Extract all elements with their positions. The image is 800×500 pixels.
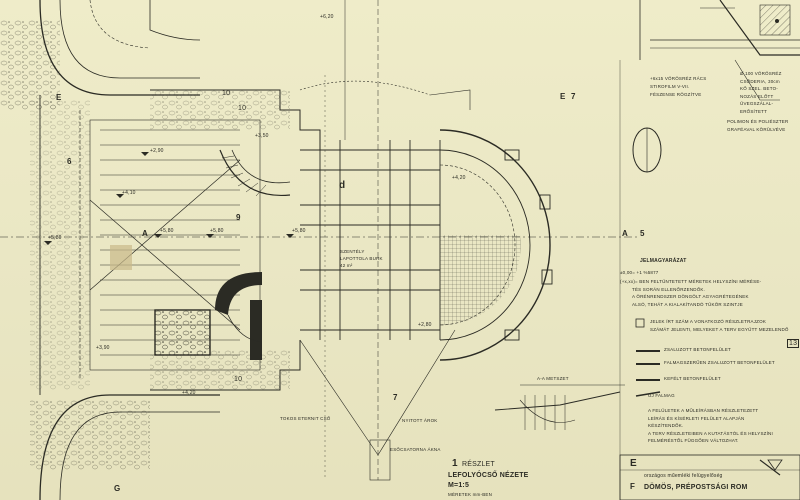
level-annotation: +3,90	[96, 345, 110, 351]
note-grate: +6x15 VÖRÖSRÉZ RÁCS STIROFILM V-VII. FÉS…	[650, 75, 706, 99]
marker-d6: 6	[67, 157, 72, 166]
title-block-mark: E	[630, 458, 637, 469]
organization-name: országos műemléki felügyelőség	[644, 473, 723, 479]
note-line: KŐ SZEL. BETO-	[740, 86, 778, 91]
marker-a5-num: 5	[640, 229, 645, 238]
note-concrete: Ø 100 VÖRÖSRÉZ CSŐDERIA, 30cm KŐ SZEL. B…	[740, 70, 782, 115]
note-poliment: POLIMON ÉS POLIÉSZTER GRAFÉAVAL KÖRÜLVÉV…	[727, 118, 788, 134]
legend-heading: JELMAGYARÁZAT	[640, 258, 687, 264]
marker-g: G	[114, 484, 121, 493]
note-line: ÜVEGSZÁLAL-	[740, 101, 774, 106]
legend-line: JELEK ÍRT SZÁM A VONATKOZÓ RÉSZLETRAJZOK	[650, 319, 767, 324]
note-drainpipe: TOKOS ETERNIT CSŐ	[280, 416, 331, 421]
legend-item-formed-concrete: ZSALUZOTT BETONFELÜLET	[664, 347, 731, 352]
note-line: 42 m²	[340, 263, 353, 268]
marker-h7: 7	[393, 393, 398, 402]
legend-line: TÉS SORÁN ELLENŐRZENDŐK.	[632, 286, 706, 292]
legend-key-note: JELEK ÍRT SZÁM A VONATKOZÓ RÉSZLETRAJZOK…	[650, 318, 789, 333]
legend-item-brushed-concrete: KEFÉLT BETONFELÜLET	[664, 376, 721, 381]
note-line: LAPOTTOLA BURK	[340, 256, 383, 261]
legend-line: ALSÓ, TEHÁT A KIALAKÍTANDÓ TÜKÖR SZINTJE	[632, 301, 743, 307]
marker-a5-label: A	[622, 229, 628, 238]
level-annotation: +5,80	[160, 228, 174, 234]
marker-d: d	[339, 180, 346, 191]
legend-line: KÉSZÍTENDŐK.	[648, 423, 684, 428]
level-annotation: +5,80	[292, 228, 306, 234]
detail-number: 1	[452, 458, 458, 469]
level-annotation: +6,20	[320, 14, 334, 20]
marker-e7-num: 7	[571, 92, 576, 101]
detail-scale: M=1:5	[448, 482, 470, 489]
note-rainwater: ESŐCSATORNA ÁKNA	[390, 447, 441, 452]
level-annotation: +5,80	[48, 235, 62, 241]
note-sanctuary: SZENTÉLY LAPOTTOLA BURK 42 m²	[340, 248, 383, 269]
marker-e7-label: E	[560, 92, 566, 101]
marker-d13: 13	[787, 339, 800, 348]
marker-f: F	[630, 482, 636, 491]
legend-line: A TERV RÉSZLETEIBEN A KUTATÁSTÓL ÉS HELY…	[648, 430, 773, 436]
level-annotation: +4,20	[452, 175, 466, 181]
note-line: POLIMON ÉS POLIÉSZTER	[727, 119, 789, 124]
marker-d10-top: 10	[222, 90, 231, 97]
legend-line: LEÍRÁS ÉS KÍSÉRLETI FELÜLET ALAPJÁN	[648, 415, 745, 421]
marker-a-left: A	[142, 229, 148, 238]
note-line: ERŐSÍTETT	[740, 108, 768, 114]
legend-footnotes: A FELÜLETEK A MŰLEÍRÁSBAN RÉSZLETEZETT L…	[648, 407, 773, 445]
note-line: NOZÁS ELŐTT	[740, 93, 774, 99]
note-line: CSŐDERIA, 30cm	[740, 78, 780, 84]
legend-line: (+x,xx)= BEN FELTÜNTETETT MÉRETEK HELYSZ…	[620, 279, 762, 284]
note-line: Ø 100 VÖRÖSRÉZ	[740, 71, 782, 76]
level-annotation: +2,90	[150, 148, 164, 154]
detail-units: MÉRETEK mm-BEN	[448, 492, 493, 497]
marker-d9: 9	[236, 213, 241, 222]
legend-line: A FELÜLETEK A MŰLEÍRÁSBAN RÉSZLETEZETT	[648, 408, 759, 413]
marker-d10-right: 10	[238, 105, 247, 112]
detail-title: LEFOLYÓCSŐ NÉZETE	[448, 472, 529, 479]
legend-item-new-core: ÚJ FALMAG	[648, 393, 675, 398]
legend-bracket-note: (+x,xx)= BEN FELTÜNTETETT MÉRETEK HELYSZ…	[620, 278, 761, 308]
note-line: SZENTÉLY	[340, 249, 365, 254]
marker-e-top-left: E	[56, 93, 62, 102]
note-section-a: A-A METSZET	[537, 376, 569, 381]
project-name: DÖMÖS, PRÉPOSTSÁGI ROM	[644, 484, 748, 491]
apse-outline	[439, 129, 551, 361]
note-line: STIROFILM V-VII.	[650, 84, 690, 89]
note-open-channel: NYITOTT ÁROK	[402, 418, 438, 423]
legend-datum: ±0,00= +1 %5877	[620, 270, 659, 275]
level-annotation: +4,20	[182, 390, 196, 396]
detail-label: RÉSZLET	[462, 461, 495, 468]
note-line: +6x15 VÖRÖSRÉZ RÁCS	[650, 76, 707, 81]
legend-line: SZÁMÁT JELENTI, MELYEKET A TERV EGYÜTT M…	[650, 326, 789, 332]
marker-d10-bottom: 10	[234, 376, 243, 383]
legend-item-core-formed-concrete: FALMAGSZERŰEN ZSALUZOTT BETONFELÜLET	[664, 360, 775, 365]
note-line: FÉSZENSE RÖGZÍTVE	[650, 92, 702, 97]
level-annotation: +5,80	[210, 228, 224, 234]
level-annotation: +2,80	[418, 322, 432, 328]
note-line: GRAFÉAVAL KÖRÜLVÉVE	[727, 127, 786, 132]
legend-line: A ÖRÉNRENDSZER DÖNGÖLT AGYAGRÉTEGÉNEK	[632, 294, 749, 299]
level-annotation: +3,50	[255, 133, 269, 139]
level-annotation: +4,10	[122, 190, 136, 196]
outer-wall-arc-top	[39, 0, 200, 96]
legend-line: FELMÉRÉSTŐL FÜGGŐEN VÁLTOZHAT.	[648, 438, 739, 443]
